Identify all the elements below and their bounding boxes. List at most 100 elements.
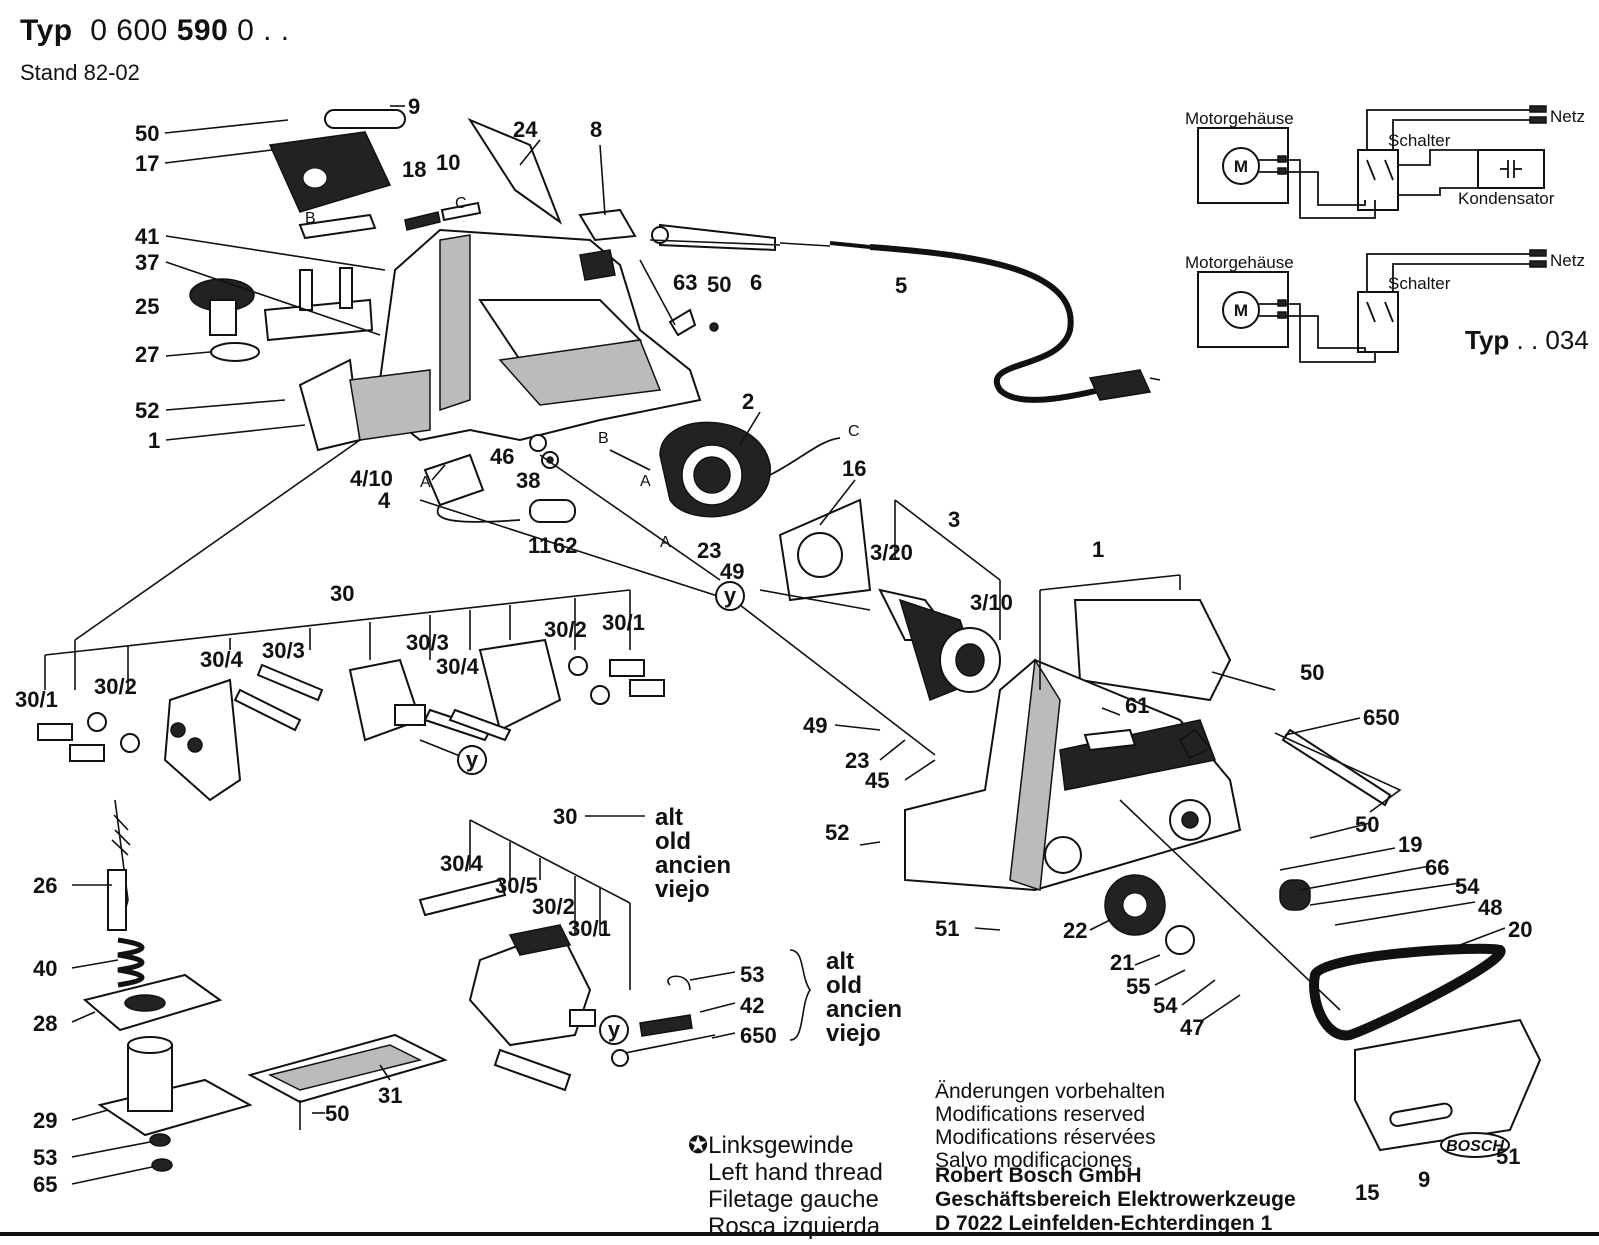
part-label: 54 <box>1153 993 1178 1018</box>
part-label: 30/4 <box>440 851 484 876</box>
note-line: Salvo modificaciones <box>935 1149 1133 1172</box>
part-label: 16 <box>842 456 866 481</box>
upper-housing-group <box>189 109 1161 702</box>
connector-c-2: C <box>848 423 860 440</box>
alt-line: viejo <box>826 1020 881 1047</box>
part-label: 48 <box>1478 895 1502 920</box>
connector-b-2: B <box>598 430 609 447</box>
mains-label-bottom: Netz <box>1550 251 1585 270</box>
part-label: 50 <box>1300 660 1324 685</box>
old-drum-group <box>418 878 716 1092</box>
company-line: Robert Bosch GmbH <box>935 1164 1142 1187</box>
part-label: 55 <box>1126 974 1150 999</box>
part-label: 52 <box>825 820 849 845</box>
part-label: 42 <box>740 993 764 1018</box>
lower-left-group <box>82 799 448 1172</box>
part-label: 650 <box>740 1023 777 1048</box>
part-label: 30/5 <box>495 873 538 898</box>
bosch-logo: BOSCH <box>1446 1138 1504 1155</box>
part-label: 37 <box>135 250 159 275</box>
part-label: 24 <box>513 117 538 142</box>
typ-number-b: 590 <box>176 14 229 47</box>
alt-group-2-legend: alt old ancien viejo <box>826 950 902 1046</box>
part-label: 50 <box>707 272 731 297</box>
part-label: 30/2 <box>532 894 575 919</box>
part-label: 61 <box>1125 693 1149 718</box>
part-label: 22 <box>1063 918 1087 943</box>
motor-housing-label-bottom: Motorgehäuse <box>1185 253 1294 272</box>
part-label: 650 <box>1363 705 1400 730</box>
variant-code: . . 034 <box>1516 325 1589 355</box>
part-label: 40 <box>33 956 57 981</box>
belt-cover-15 <box>1354 1018 1542 1152</box>
alt-line: old <box>826 972 862 999</box>
ref-y-2: y <box>466 747 479 772</box>
part-label: 30/4 <box>200 647 244 672</box>
part-label: 49 <box>803 713 827 738</box>
type-number-header: Typ 0 600 590 0 . . <box>20 14 290 48</box>
note-line: Linksgewinde <box>708 1132 854 1159</box>
part-label: 54 <box>1455 874 1480 899</box>
part-label: 3/20 <box>870 540 913 565</box>
note-line: Modifications reserved <box>935 1103 1146 1126</box>
part-label: 53 <box>33 1145 57 1170</box>
part-label: 30/3 <box>406 630 449 655</box>
part-label: 30/4 <box>436 654 480 679</box>
part-label: 41 <box>135 224 159 249</box>
blade-drum-group <box>37 638 665 802</box>
part-label: 30/2 <box>94 674 137 699</box>
part-label: 26 <box>33 873 57 898</box>
part-label: 47 <box>1180 1015 1204 1040</box>
part-label: 50 <box>325 1101 349 1126</box>
part-label: 30 <box>330 581 354 606</box>
part-label: 25 <box>135 294 159 319</box>
part-label: 1 <box>148 428 160 453</box>
alt-line: old <box>655 828 691 855</box>
left-hand-thread-note: ✪Linksgewinde Left hand thread Filetage … <box>688 1132 883 1240</box>
part-label: 31 <box>378 1083 402 1108</box>
part-label: 2 <box>742 389 754 414</box>
part-label: 30/1 <box>15 687 58 712</box>
handle-1 <box>1073 599 1232 702</box>
company-address: Robert Bosch GmbH Geschäftsbereich Elekt… <box>935 1164 1296 1236</box>
part-label: 3 <box>948 507 960 532</box>
blade-drum <box>348 658 422 742</box>
part-label: 4/10 <box>350 466 393 491</box>
part-label: 53 <box>740 962 764 987</box>
part-label: 23 <box>845 748 869 773</box>
note-line: Modifications réservées <box>935 1126 1156 1149</box>
motor-housing-label-top: Motorgehäuse <box>1185 109 1294 128</box>
part-label: 63 <box>673 270 697 295</box>
alt-line: alt <box>655 804 684 831</box>
variant-typ-label: Typ <box>1465 325 1510 355</box>
connector-letters: A A A B B C C <box>305 195 860 551</box>
main-housing-group: BOSCH <box>904 599 1542 1158</box>
part-label: 28 <box>33 1011 57 1036</box>
leader-lines <box>44 105 1506 1185</box>
part-label: 62 <box>553 533 577 558</box>
left-thread-symbol: ✪ <box>688 1132 709 1159</box>
capacitor-label: Kondensator <box>1458 189 1555 208</box>
part-label: 10 <box>436 150 460 175</box>
part-label: 46 <box>490 444 514 469</box>
part-label: 9 <box>1418 1167 1430 1192</box>
part-label: 3/10 <box>970 590 1013 615</box>
typ-number-a: 0 600 <box>90 14 168 47</box>
part-number-labels: 50 9 17 24 8 18 10 41 37 25 27 52 1 63 5… <box>15 94 1532 1205</box>
motor-symbol-bottom: M <box>1234 301 1248 320</box>
connector-a-3: A <box>660 534 671 551</box>
part-label: 65 <box>33 1172 57 1197</box>
part-label: 30/1 <box>568 916 611 941</box>
part-label: 49 <box>720 559 744 584</box>
stand-date: Stand 82-02 <box>20 60 140 85</box>
part-label: 27 <box>135 342 159 367</box>
part-label: 6 <box>750 270 762 295</box>
power-cable-5 <box>869 244 1121 403</box>
part-label: 30/2 <box>544 617 587 642</box>
circuit-variant-label: Typ . . 034 <box>1465 325 1589 356</box>
part-label: 8 <box>590 117 602 142</box>
part-label: 38 <box>516 468 540 493</box>
circuit-diagram-bottom: M Motorgehäuse Schalter Netz <box>1185 249 1585 363</box>
note-line: Left hand thread <box>708 1159 883 1186</box>
